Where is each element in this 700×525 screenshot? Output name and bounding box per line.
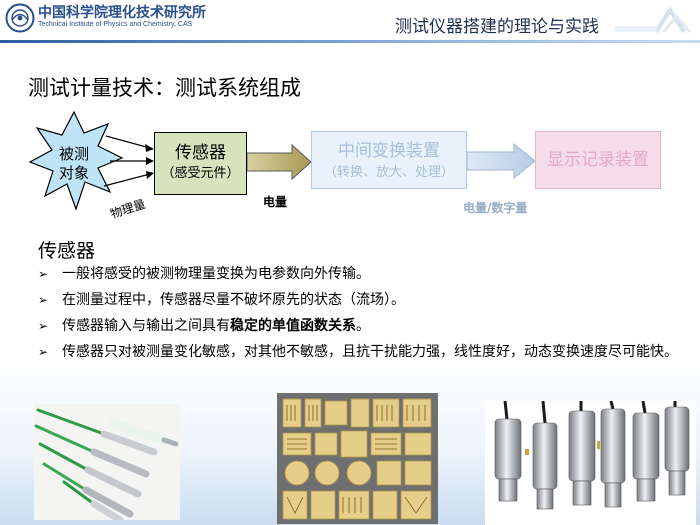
display-recording-box: 显示记录装置 — [535, 131, 661, 189]
bullet-arrow-icon: ➢ — [38, 293, 49, 307]
input-arrowhead-bottom — [146, 171, 154, 179]
course-title: 测试仪器搭建的理论与实践 — [395, 17, 599, 37]
sensor-box-title: 传感器 — [175, 143, 226, 163]
electrical-quantity-label: 电量 — [263, 195, 288, 209]
display-box-title: 显示记录装置 — [547, 150, 649, 170]
input-arrow-bottom — [103, 173, 151, 187]
input-arrow-top — [105, 135, 151, 149]
input-arrowhead-top — [145, 144, 154, 152]
sensor-box: 传感器 （感受元件） — [154, 132, 247, 195]
bullet-arrow-icon: ➢ — [38, 345, 49, 359]
strain-gauge-grid-image — [277, 393, 438, 524]
list-item: ➢ 传感器输入与输出之间具有稳定的单值函数关系。 — [38, 318, 370, 334]
strain-gauges-photo — [277, 393, 438, 524]
institute-name-en: Technical Institute of Physics and Chemi… — [38, 21, 193, 28]
arrow-sensor-to-intermediate — [246, 143, 312, 181]
watermark-logo-icon — [614, 6, 692, 34]
emphasis-text: 稳定的单值函数关系 — [230, 318, 356, 334]
slide-title: 测试计量技术：测试系统组成 — [28, 76, 301, 100]
measurement-system-diagram — [28, 110, 536, 211]
bullet-arrow-icon: ➢ — [38, 267, 49, 281]
bullet-arrow-icon: ➢ — [38, 319, 49, 333]
intermediate-conversion-box: 中间变换装置 （转换、放大、处理） — [311, 131, 467, 189]
input-arrowhead-middle — [146, 157, 154, 165]
intermediate-box-title: 中间变换装置 — [338, 141, 440, 161]
cas-logo-icon — [5, 3, 35, 33]
pressure-transducers-photo — [485, 401, 696, 525]
sensor-box-subtitle: （感受元件） — [161, 166, 240, 181]
header-divider — [0, 40, 700, 43]
list-item: ➢ 一般将感受的被测物理量变换为电参数向外传输。 — [38, 266, 370, 282]
arrow-intermediate-to-display — [466, 142, 536, 180]
measured-object-star — [28, 110, 124, 211]
electrical-digital-quantity-label: 电量/数字量 — [463, 201, 528, 215]
list-item: ➢ 传感器只对被测量变化敏感，对其他不敏感，且抗干扰能力强，线性度好，动态变换速… — [38, 344, 678, 360]
measured-object-label: 被测 对象 — [58, 145, 89, 182]
sensor-section-title: 传感器 — [38, 240, 96, 262]
list-item: ➢ 在测量过程中，传感器尽量不破坏原先的状态（流场）。 — [38, 292, 405, 308]
institute-name-cn: 中国科学院理化技术研究所 — [38, 5, 206, 21]
sensor-bullet-list: ➢ 一般将感受的被测物理量变换为电参数向外传输。 ➢ 在测量过程中，传感器尽量不… — [38, 264, 678, 368]
intermediate-box-subtitle: （转换、放大、处理） — [323, 165, 454, 180]
probe-rods-image — [34, 404, 180, 520]
transducers-image — [485, 401, 696, 525]
temperature-probes-photo — [34, 404, 180, 520]
slide-header: 中国科学院理化技术研究所 Technical Institute of Phys… — [0, 0, 700, 44]
